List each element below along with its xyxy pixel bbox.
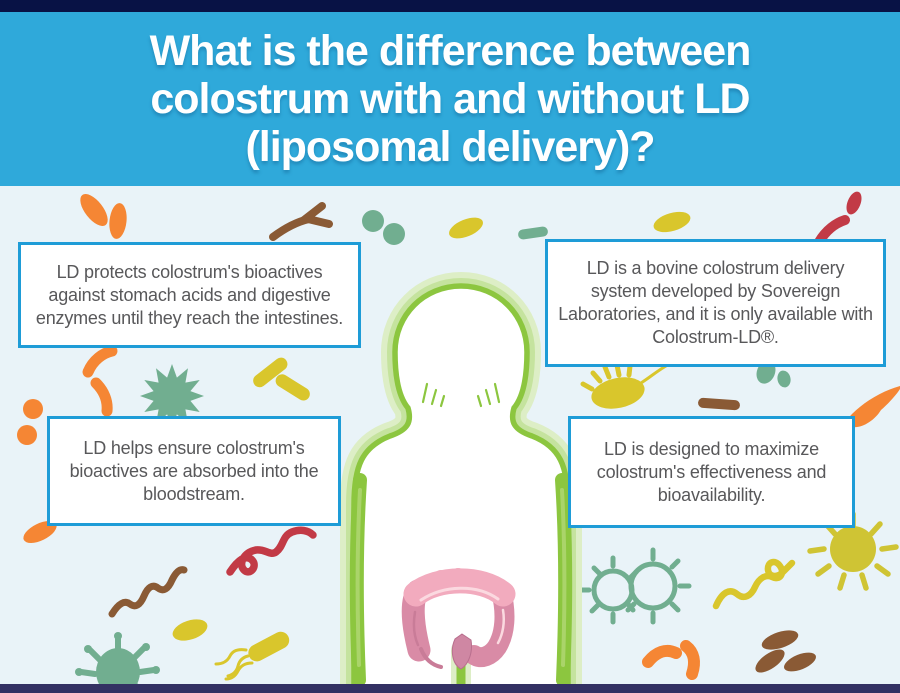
yellow-oval-bacteria-icon [653, 211, 691, 233]
teal-virus-outline-pair-icon [578, 547, 692, 625]
page-title-line-3: (liposomal delivery)? [245, 123, 655, 171]
callout-bloodstream-absorption: LD helps ensure colostrum's bioactives a… [47, 416, 341, 526]
callout-text: LD protects colostrum's bioactives again… [35, 261, 344, 328]
teal-diplococcus-icon [362, 210, 405, 245]
yellow-flagellated-bacteria-icon [214, 631, 290, 681]
arms [349, 473, 573, 693]
brown-rod-bacteria-icon [698, 397, 740, 411]
callout-text: LD helps ensure colostrum's bioactives a… [69, 437, 319, 504]
teal-starburst-microbe-icon [140, 364, 204, 428]
yellow-oval-bacteria-icon [449, 217, 483, 239]
yellow-oval-bacteria-icon [172, 619, 208, 641]
header-banner: What is the difference between colostrum… [0, 12, 900, 186]
yellow-virus-icon [807, 511, 899, 591]
brown-ovals-bacteria-icon [755, 630, 817, 673]
orange-ovals-bacteria-icon [80, 194, 127, 239]
brown-branch-microbe-icon [269, 202, 333, 241]
callout-delivery-system: LD is a bovine colostrum delivery system… [545, 239, 886, 367]
teal-virus-icon [75, 632, 160, 693]
red-spirillum-icon [226, 526, 317, 576]
callout-text: LD is designed to maximize colostrum's e… [596, 438, 827, 505]
yellow-rod-bacteria-icon [253, 357, 310, 401]
brown-spirillum-icon [108, 566, 188, 618]
page-title-line-2: colostrum with and without LD [150, 75, 750, 123]
rectum [451, 633, 472, 670]
orange-cocci-dots-icon [17, 399, 43, 445]
callout-protects-bioactives: LD protects colostrum's bioactives again… [18, 242, 361, 348]
orange-comma-bacteria-icon [642, 640, 700, 680]
orange-ovals-bacteria-icon [23, 521, 57, 543]
intestines-illustration [401, 568, 516, 670]
human-silhouette-illustration [340, 271, 582, 693]
yellow-spirillum-icon [712, 558, 796, 610]
page-title-line-1: What is the difference between [149, 27, 752, 75]
top-navy-strip [0, 0, 900, 12]
callout-maximize-effectiveness: LD is designed to maximize colostrum's e… [568, 416, 855, 528]
callout-text: LD is a bovine colostrum delivery system… [558, 258, 873, 347]
bottom-navy-strip [0, 684, 900, 693]
orange-curved-rod-bacteria-icon [82, 345, 118, 417]
teal-capsule-bacteria-icon [518, 226, 548, 240]
red-crescent-microbe-icon [814, 191, 862, 247]
hair-wisps [421, 382, 501, 408]
